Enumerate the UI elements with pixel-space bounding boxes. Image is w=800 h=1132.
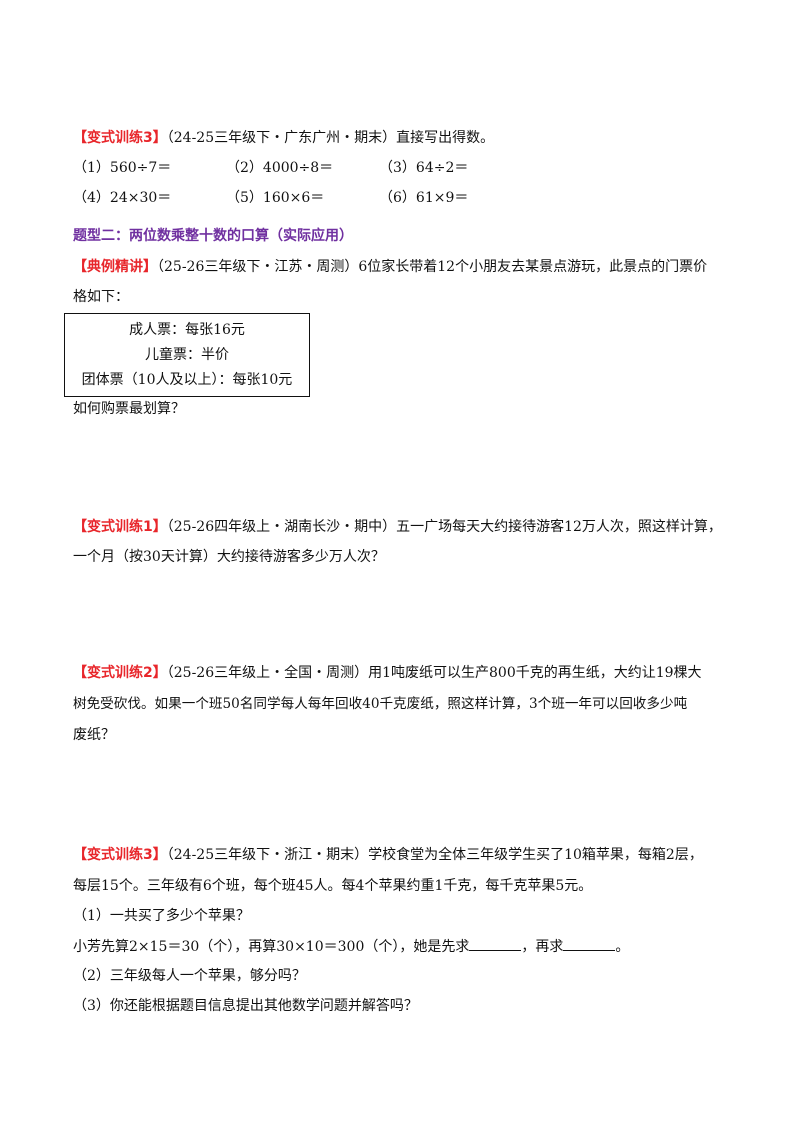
practice3-tag: 【变式训练3】 (73, 847, 167, 863)
calc-item-6: （6）61×9＝ (379, 190, 469, 206)
practice3-text-1: （24-25三年级下・浙江・期末）学校食堂为全体三年级学生买了10箱苹果，每箱2… (166, 847, 703, 863)
practice1-tag: 【变式训练1】 (73, 519, 167, 535)
ticket-price-box: 成人票：每张16元 儿童票：半价 团体票（10人及以上）：每张10元 (64, 313, 310, 397)
practice3-q1-hint: 小芳先算2×15＝30（个），再算30×10＝300（个），她是先求 ，再求 。 (73, 936, 629, 957)
practice3-q1: （1）一共买了多少个苹果？ (73, 908, 250, 924)
practice2-text-1: （25-26三年级上・全国・周测）用1吨废纸可以生产800千克的再生纸，大约让1… (166, 665, 702, 681)
calc-item-3: （3）64÷2＝ (379, 160, 469, 176)
practice2-tag: 【变式训练2】 (73, 665, 167, 681)
calc-item-2: （2）4000÷8＝ (226, 160, 334, 176)
ticket-child: 儿童票：半价 (145, 347, 229, 363)
example-text-1: （25-26三年级下・江苏・周测）6位家长带着12个小朋友去某景点游玩，此景点的… (157, 259, 708, 275)
practice3-q1-hint-b: ，再求 (521, 939, 564, 955)
calc-item-1: （1）560÷7＝ (73, 160, 172, 176)
example-line-2: 格如下： (73, 289, 129, 305)
ticket-group: 团体票（10人及以上）：每张10元 (81, 372, 293, 388)
calc-item-4: （4）24×30＝ (73, 190, 172, 206)
ticket-adult: 成人票：每张16元 (129, 322, 245, 338)
practice3-line-1: 【变式训练3】（24-25三年级下・浙江・期末）学校食堂为全体三年级学生买了10… (73, 845, 703, 865)
practice-top-tag: 【变式训练3】 (73, 130, 167, 146)
practice2-line-2: 树免受砍伐。如果一个班50名同学每人每年回收40千克废纸，照这样计算，3个班一年… (73, 696, 688, 712)
practice-top-source: （24-25三年级下・广东广州・期末）直接写出得数。 (166, 130, 495, 146)
answer-blank-2[interactable] (563, 936, 616, 951)
practice3-q1-hint-c: 。 (615, 939, 630, 955)
practice2-line-1: 【变式训练2】（25-26三年级上・全国・周测）用1吨废纸可以生产800千克的再… (73, 663, 702, 683)
section-title: 题型二：两位数乘整十数的口算（实际应用） (73, 228, 353, 244)
practice3-q1-hint-a: 小芳先算2×15＝30（个），再算30×10＝300（个），她是先求 (73, 939, 470, 955)
example-tag: 【典例精讲】 (73, 259, 157, 275)
practice3-q3: （3）你还能根据题目信息提出其他数学问题并解答吗？ (73, 998, 418, 1014)
calc-item-5: （5）160×6＝ (226, 190, 325, 206)
practice3-q2: （2）三年级每人一个苹果，够分吗？ (73, 968, 306, 984)
practice1-text-1: （25-26四年级上・湖南长沙・期中）五一广场每天大约接待游客12万人次，照这样… (166, 519, 722, 535)
practice1-line-1: 【变式训练1】（25-26四年级上・湖南长沙・期中）五一广场每天大约接待游客12… (73, 517, 722, 537)
example-question: 如何购票最划算？ (73, 401, 185, 417)
practice3-line-2: 每层15个。三年级有6个班，每个班45人。每4个苹果约重1千克，每千克苹果5元。 (73, 878, 593, 894)
practice1-line-2: 一个月（按30天计算）大约接待游客多少万人次？ (73, 549, 385, 565)
example-line-1: 【典例精讲】（25-26三年级下・江苏・周测）6位家长带着12个小朋友去某景点游… (73, 257, 707, 277)
practice-top-header: 【变式训练3】（24-25三年级下・广东广州・期末）直接写出得数。 (73, 128, 494, 148)
answer-blank-1[interactable] (469, 936, 522, 951)
practice2-line-3: 废纸？ (73, 727, 115, 743)
